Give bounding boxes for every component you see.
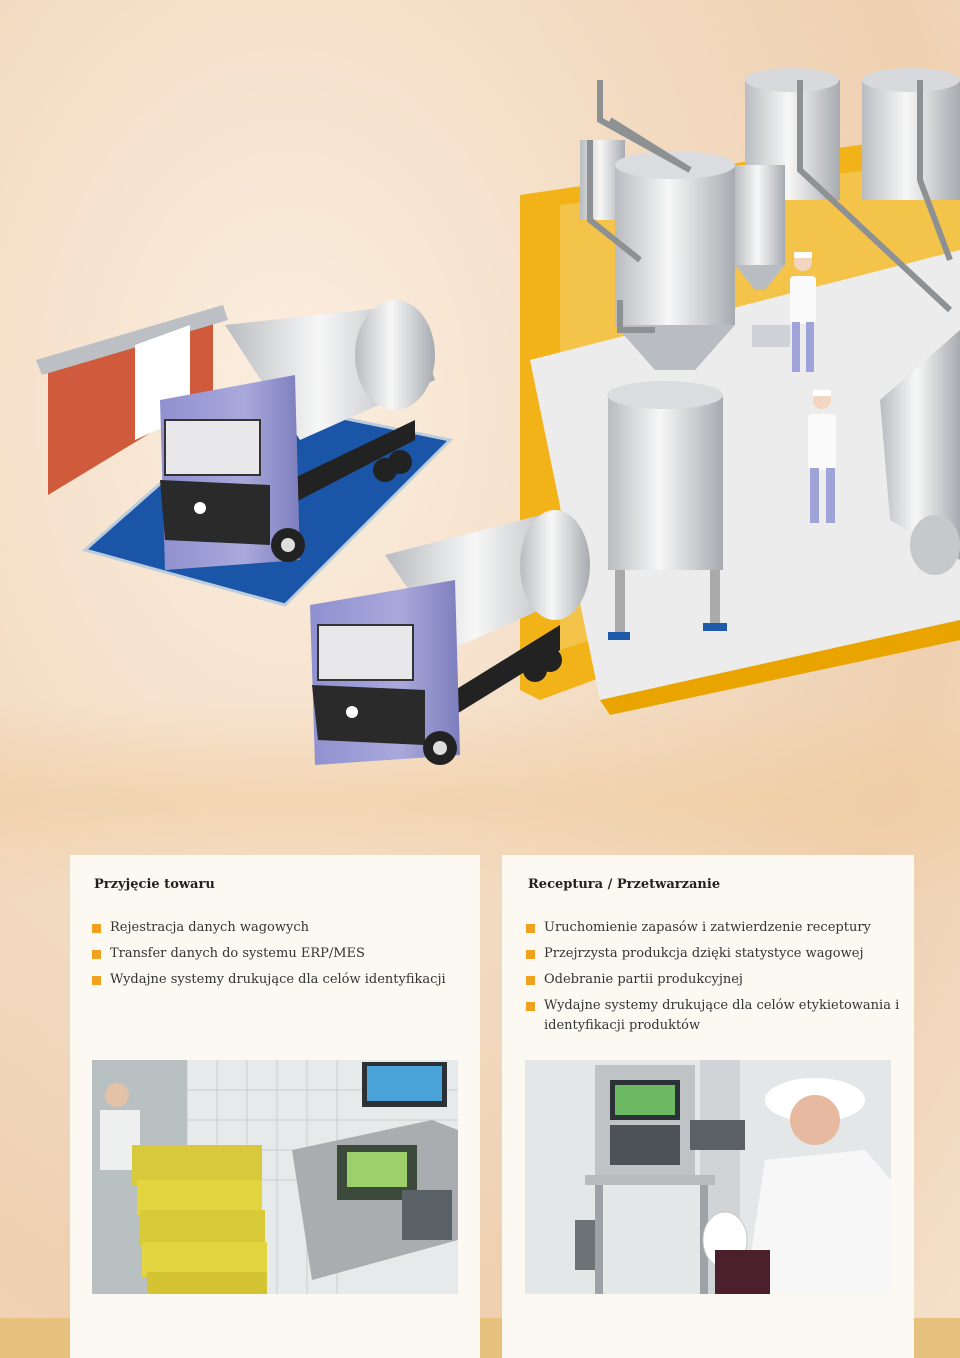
list-item: Wydajne systemy drukujące dla celów iden… (92, 967, 472, 993)
bullet-square-icon (526, 1002, 535, 1011)
bullet-square-icon (92, 950, 101, 959)
footer-strip-middle (480, 1318, 502, 1358)
footer-strip-left (0, 1318, 70, 1358)
list-item: Odebranie partii produkcyjnej (526, 967, 906, 993)
truck-1 (160, 300, 435, 570)
worker-2 (808, 390, 836, 523)
pipes (587, 80, 953, 333)
bullet-square-icon (92, 976, 101, 985)
silos (580, 68, 960, 640)
list-item: Rejestracja danych wagowych (92, 915, 472, 941)
bullet-list: Rejestracja danych wagowych Transfer dan… (92, 915, 472, 993)
bullet-square-icon (526, 924, 535, 933)
bullet-list: Uruchomienie zapasów i zatwierdzenie rec… (526, 915, 906, 1039)
list-item: Transfer danych do systemu ERP/MES (92, 941, 472, 967)
panel-title: Receptura / Przetwarzanie (528, 877, 721, 892)
panel-title: Przyjęcie towaru (94, 877, 215, 892)
list-item: Wydajne systemy drukujące dla celów etyk… (526, 993, 906, 1039)
list-item: Uruchomienie zapasów i zatwierdzenie rec… (526, 915, 906, 941)
list-item: Przejrzysta produkcja dzięki statystyce … (526, 941, 906, 967)
weighing-station-photo (92, 1060, 458, 1294)
factory-illustration (36, 68, 960, 765)
bullet-square-icon (92, 924, 101, 933)
bullet-square-icon (526, 976, 535, 985)
bullet-square-icon (526, 950, 535, 959)
truck-2 (310, 510, 590, 765)
operator-terminal-photo (525, 1060, 891, 1294)
footer-strip-right (914, 1318, 960, 1358)
worker-1 (752, 252, 816, 372)
